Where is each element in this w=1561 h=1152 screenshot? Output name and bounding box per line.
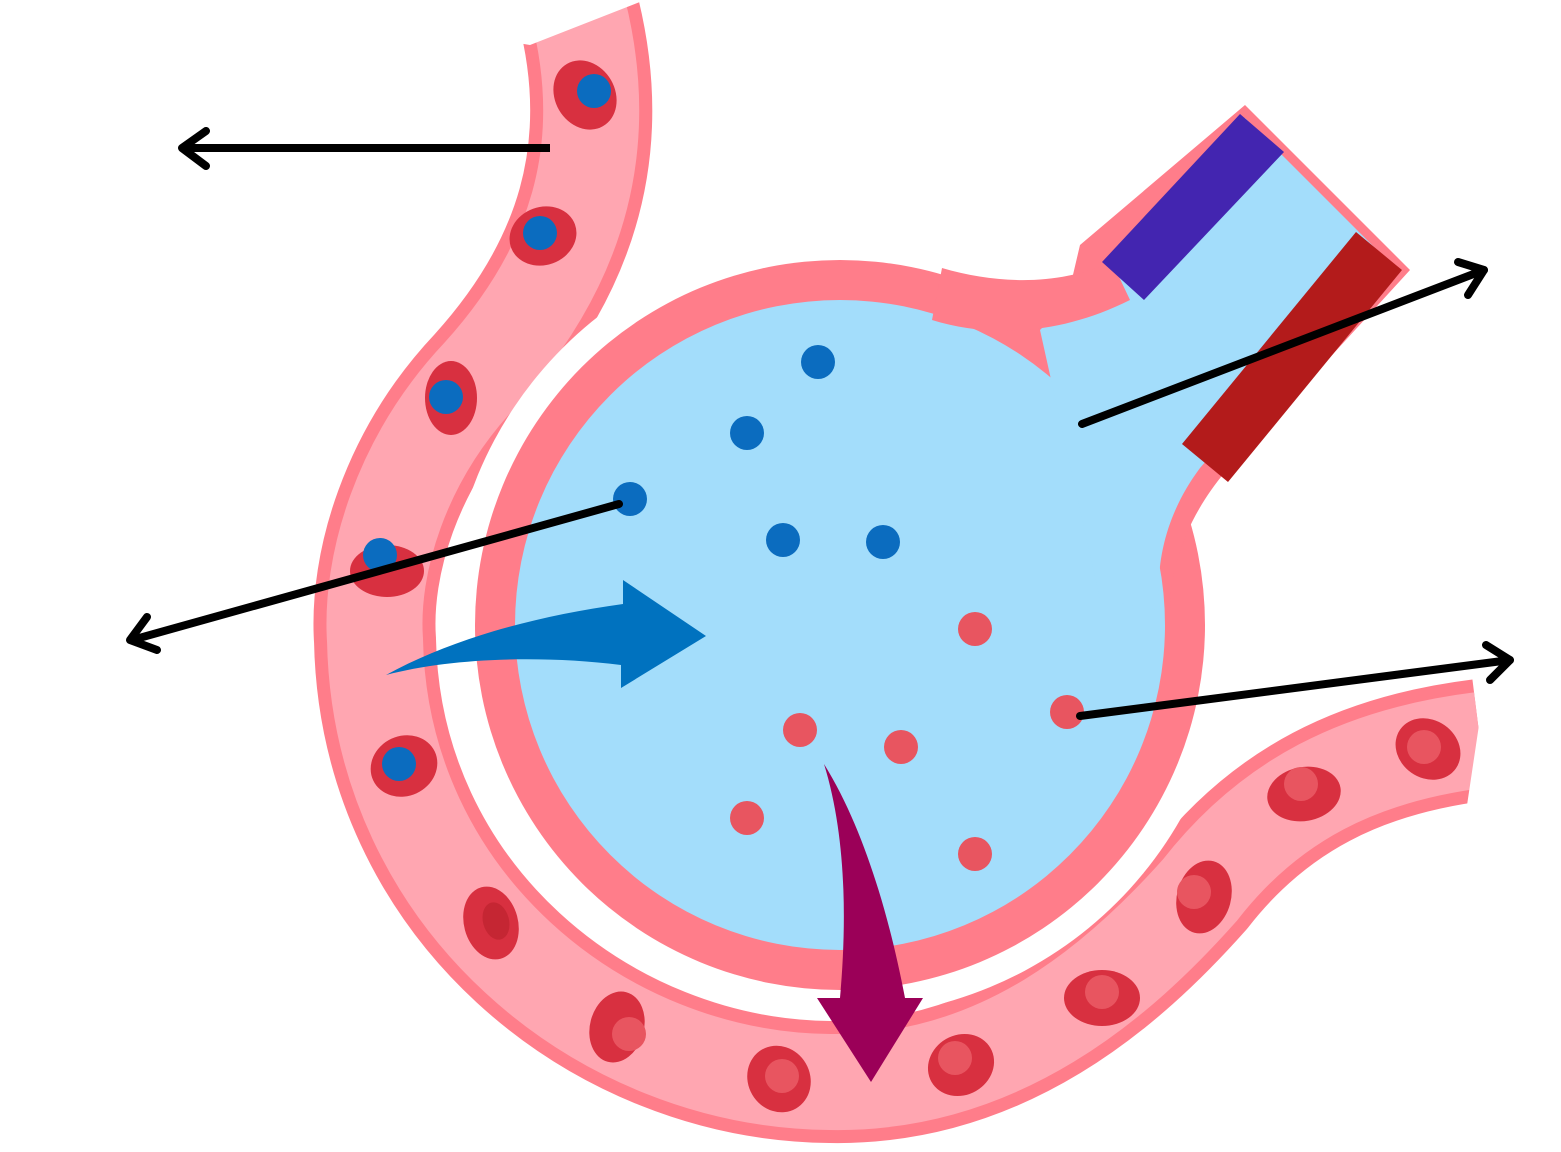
pointer-arrow-airway [1078, 258, 1488, 428]
alveolus-air-space [515, 300, 1165, 950]
co2-molecule [730, 416, 764, 450]
rbc-empty [463, 886, 519, 960]
co2-molecule [766, 523, 800, 557]
rbc-with-o2 [1176, 860, 1232, 934]
airway-air-space [1040, 118, 1382, 610]
o2-molecule [1050, 695, 1084, 729]
co2-diffusion-arrow [386, 580, 706, 688]
o2-molecules [730, 612, 1084, 871]
rbc-with-co2 [509, 206, 577, 266]
o2-diffusion-arrow [817, 764, 923, 1082]
o2-molecule [958, 837, 992, 871]
alveolus-neck-wall [932, 262, 1130, 331]
pointer-arrow-co2 [126, 500, 623, 654]
co2-molecules [613, 345, 900, 559]
airway-band-top [1102, 114, 1284, 300]
red-blood-cells [350, 60, 1461, 1113]
co2-molecule [801, 345, 835, 379]
pointer-arrow-rbc [178, 127, 550, 170]
alveolus [475, 105, 1410, 990]
o2-molecule [958, 612, 992, 646]
airway-band-bottom [1182, 232, 1402, 482]
rbc-with-co2 [553, 60, 617, 130]
o2-molecule [884, 730, 918, 764]
co2-molecule [613, 482, 647, 516]
rbc-with-o2 [927, 1033, 995, 1097]
rbc-with-o2 [1064, 970, 1140, 1026]
rbc-with-co2 [370, 735, 438, 797]
rbc-with-o2 [589, 991, 646, 1063]
rbc-with-o2 [1267, 766, 1341, 822]
o2-molecule [730, 801, 764, 835]
co2-molecule [866, 525, 900, 559]
capillary-right-cut [1466, 660, 1561, 840]
o2-molecule [783, 713, 817, 747]
rbc-with-co2 [425, 361, 477, 435]
capillary-top-cut [488, 0, 645, 45]
pointer-lines [126, 127, 1514, 720]
rbc-with-o2 [1395, 718, 1461, 780]
pointer-arrow-o2 [1076, 641, 1514, 720]
rbc-with-o2 [747, 1045, 811, 1113]
